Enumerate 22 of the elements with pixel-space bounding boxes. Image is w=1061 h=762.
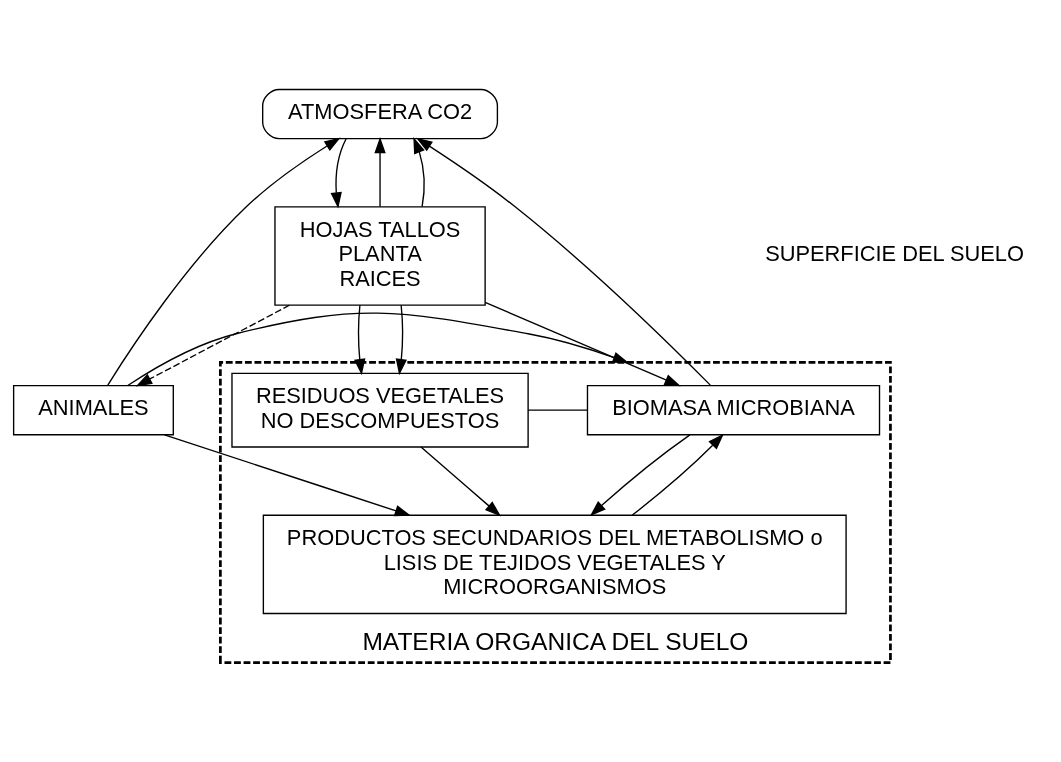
arrow xyxy=(395,304,408,375)
arrow xyxy=(107,137,341,386)
arrow xyxy=(354,304,366,375)
node-box: HOJAS TALLOS PLANTA RAICES xyxy=(274,205,486,306)
node-box: BIOMASA MICROBIANA xyxy=(586,384,881,435)
arrow xyxy=(135,304,291,386)
node-box: RESIDUOS VEGETALES NO DESCOMPUESTOS xyxy=(231,372,529,448)
arrow xyxy=(374,136,386,207)
arrow xyxy=(127,312,630,386)
arrow xyxy=(484,301,681,386)
arrow xyxy=(589,433,691,516)
label: SUPERFICIE DEL SUELO xyxy=(765,240,1024,266)
node-box: ANIMALES xyxy=(12,384,174,435)
arrow xyxy=(416,137,711,386)
arrow xyxy=(330,137,347,209)
node-box: ATMOSFERA CO2 xyxy=(262,88,499,139)
arrow xyxy=(420,445,502,516)
arrow xyxy=(413,136,425,207)
arrow xyxy=(631,433,724,516)
arrow xyxy=(163,433,412,516)
node-box: PRODUCTOS SECUNDARIOS DEL METABOLISMO o LISIS DE TEJIDOS VEGETALES Y MICROORGANISMOS xyxy=(262,514,847,614)
connector xyxy=(527,409,588,411)
